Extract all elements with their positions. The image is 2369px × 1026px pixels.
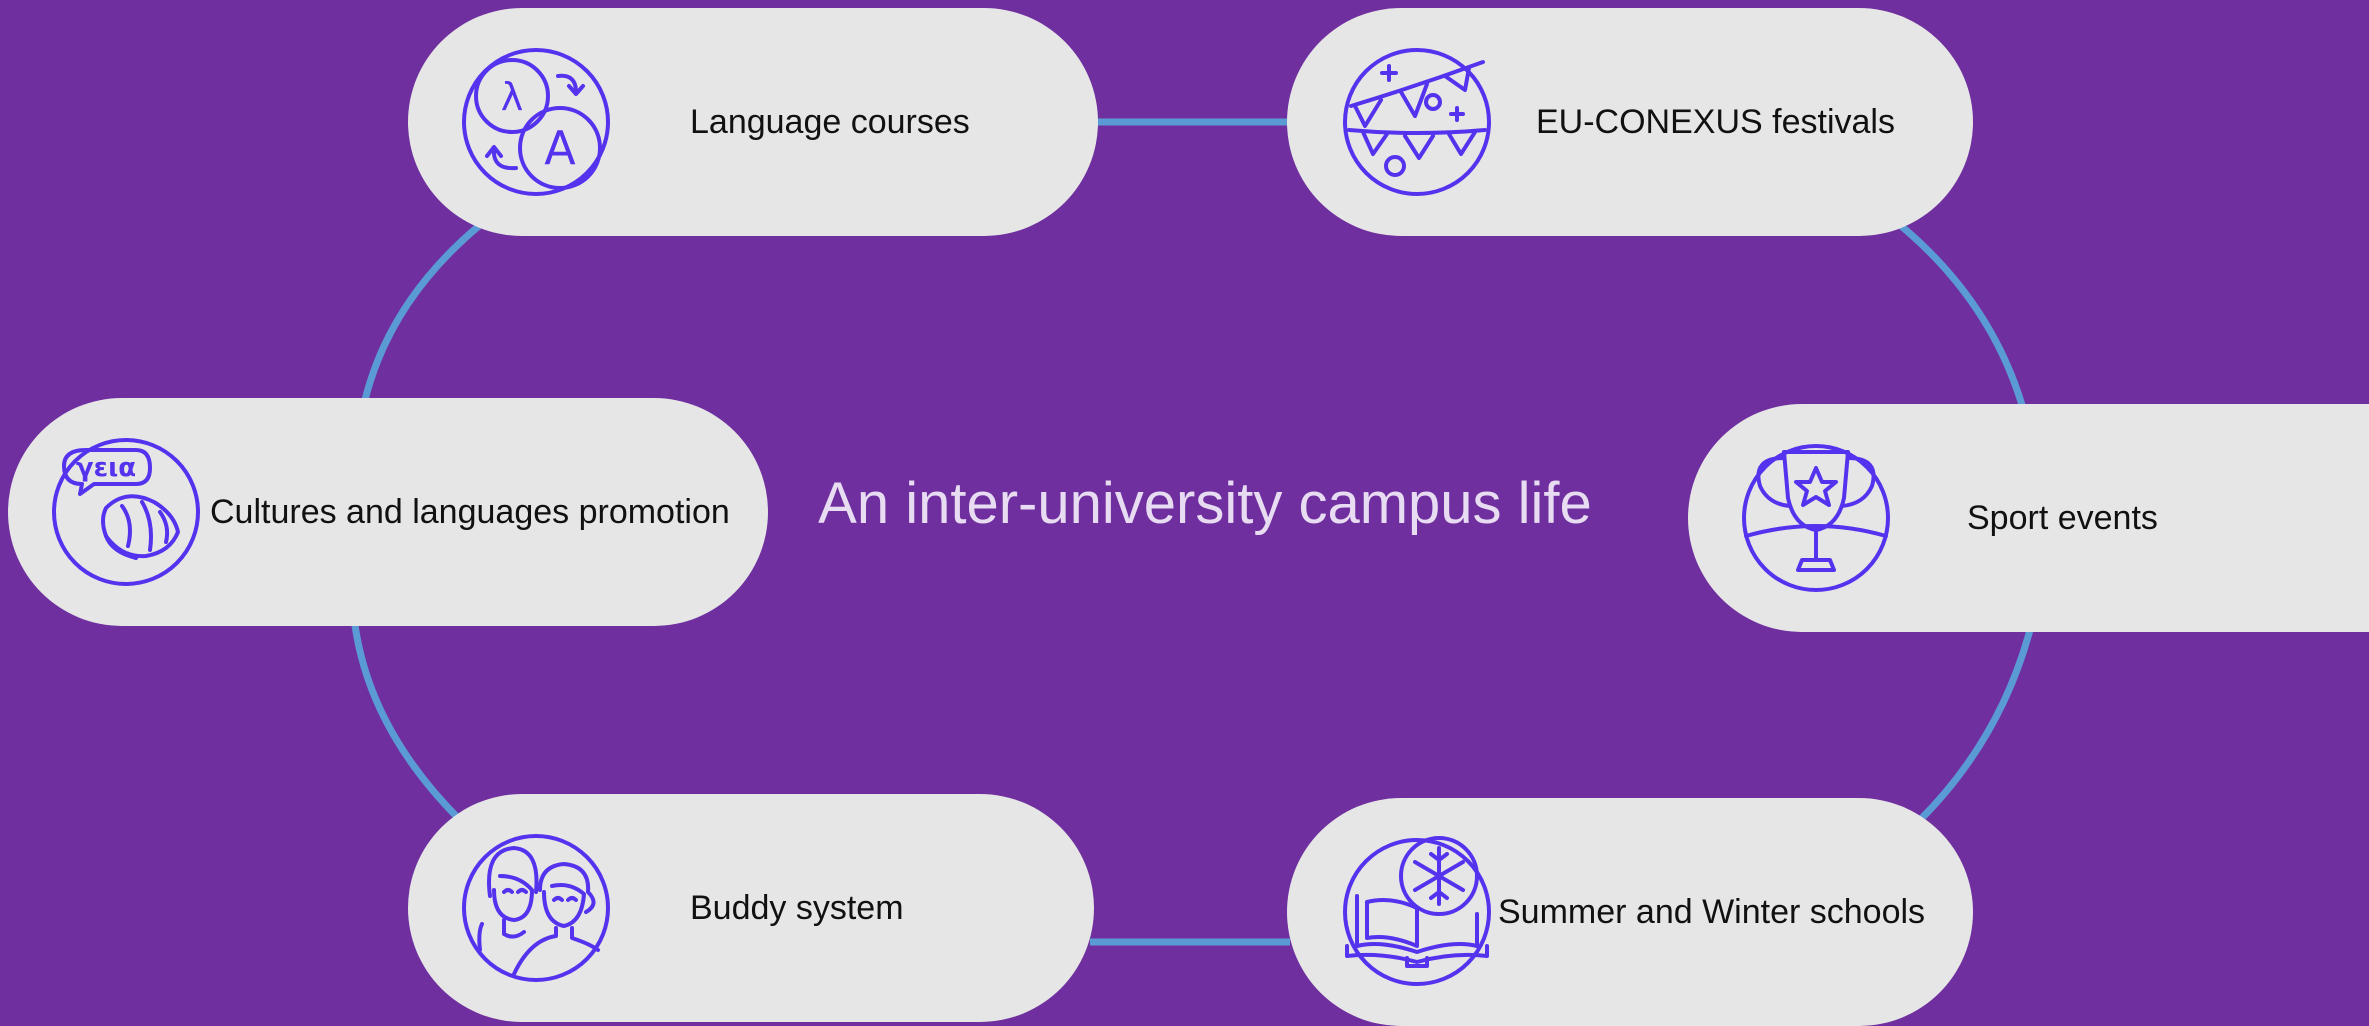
- snowflake-book-icon: [1343, 836, 1491, 986]
- node-eu-conexus-festivals: EU-CONEXUS festivals: [1287, 8, 1973, 236]
- svg-text:λ: λ: [501, 75, 524, 119]
- festival-bunting-icon: [1343, 48, 1491, 196]
- node-label: Cultures and languages promotion: [210, 493, 730, 531]
- node-label: Summer and Winter schools: [1498, 893, 1926, 931]
- svg-text:A: A: [544, 121, 576, 175]
- node-summer-winter-schools: Summer and Winter schools: [1287, 798, 1973, 1026]
- connector-segment: [351, 624, 463, 823]
- connector-segment: [1917, 629, 2034, 823]
- node-language-courses: λ A Language courses: [408, 8, 1098, 236]
- connector-segment: [361, 222, 483, 401]
- svg-text:γεια: γεια: [76, 453, 136, 483]
- node-cultures-languages-promotion: γεια Cultures and languages promotion: [8, 398, 768, 626]
- node-sport-events: Sport events: [1688, 404, 2369, 632]
- two-people-icon: [462, 834, 610, 982]
- node-label: EU-CONEXUS festivals: [1536, 103, 1895, 141]
- node-label: Buddy system: [690, 889, 904, 927]
- node-buddy-system: Buddy system: [408, 794, 1094, 1022]
- connector-segment: [1897, 222, 2026, 407]
- translate-icon: λ A: [462, 48, 610, 196]
- diagram-title: An inter-university campus life: [818, 471, 1592, 536]
- greeting-croissant-icon: γεια: [52, 438, 200, 586]
- node-label: Sport events: [1967, 499, 2158, 537]
- trophy-icon: [1742, 444, 1890, 592]
- node-label: Language courses: [690, 103, 970, 141]
